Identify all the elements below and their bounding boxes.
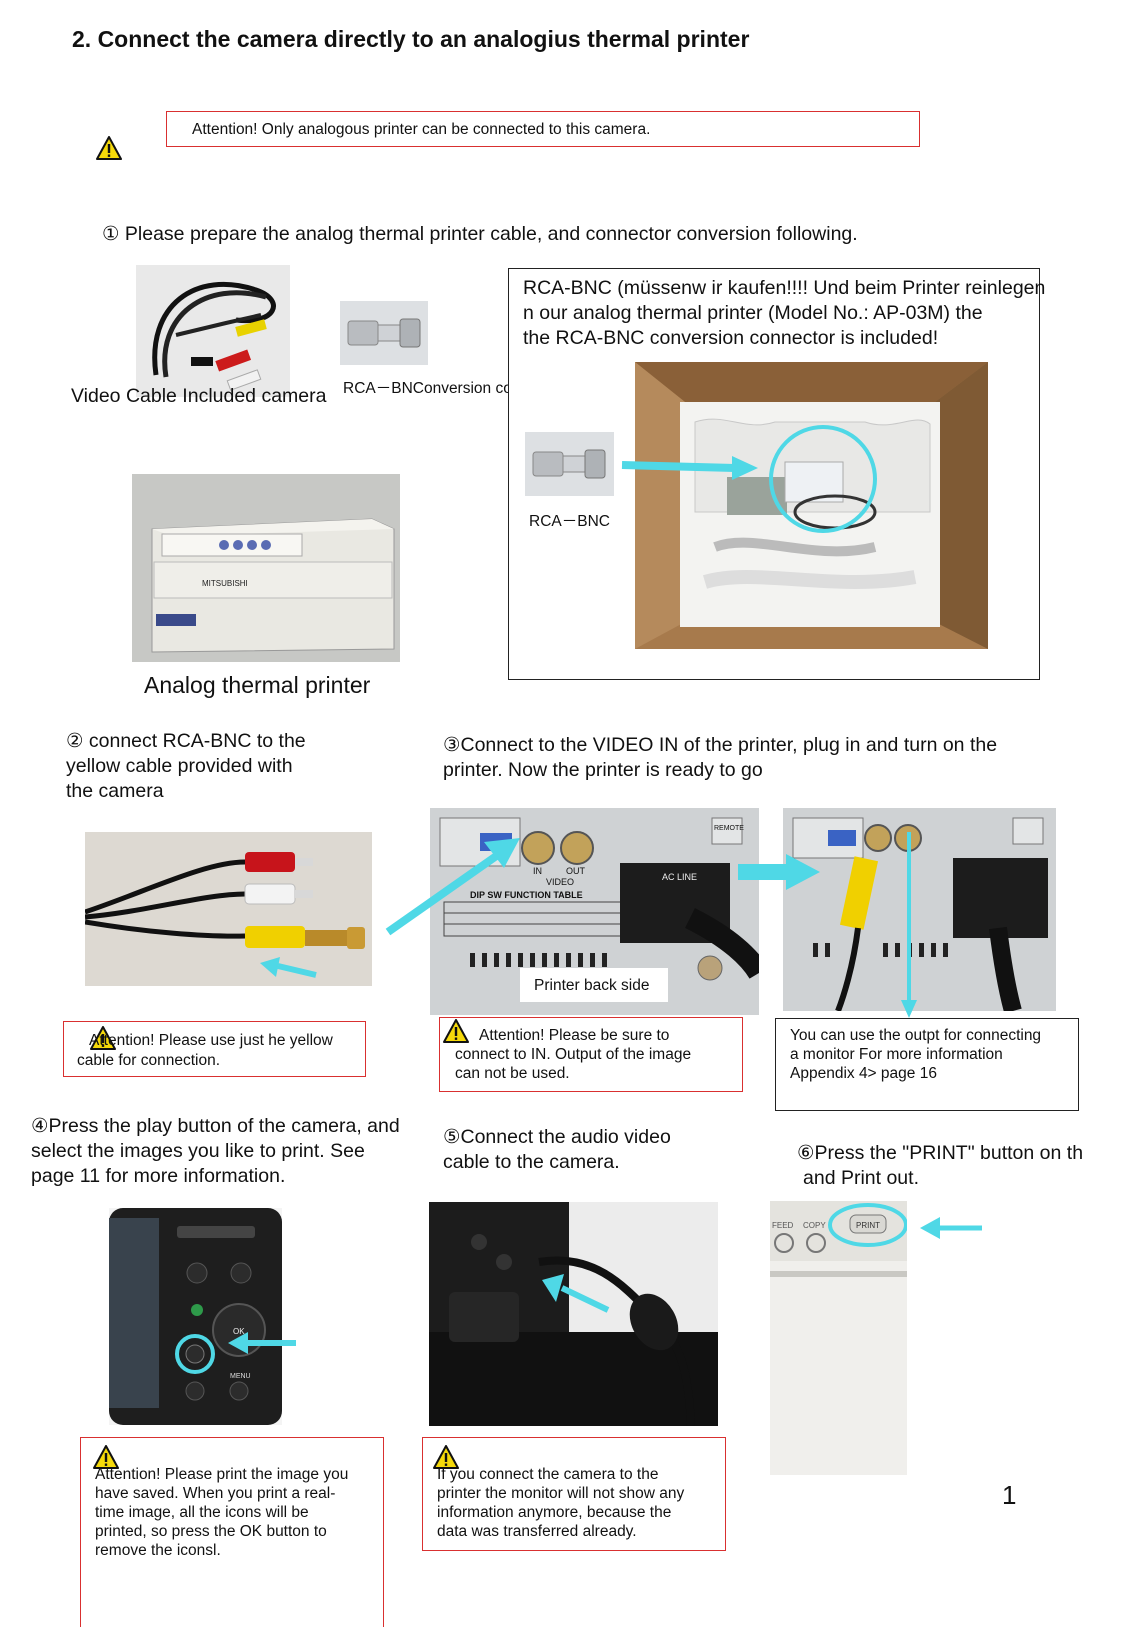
step5-line-2: cable to the camera.	[443, 1151, 620, 1173]
arrow-between-photos	[738, 854, 820, 890]
dip-sw-label: DIP SW FUNCTION TABLE	[470, 890, 583, 900]
connected-back-photo	[783, 808, 1056, 1011]
step3-text: ③Connect to the VIDEO IN of the printer,…	[443, 733, 997, 783]
printer-back-label-bg: Printer back side	[520, 968, 668, 1002]
info-line-2: n our analog thermal printer (Model No.:…	[523, 302, 983, 324]
step4-line-3: page 11 for more information.	[31, 1165, 286, 1187]
ac-line-label: AC LINE	[662, 872, 697, 882]
arrow-to-connector	[621, 456, 758, 480]
connect-in-note-line-2: connect to IN. Output of the image	[455, 1046, 692, 1063]
arrow-to-output-note	[901, 832, 917, 1018]
printer-photo: MITSUBISHI	[132, 474, 400, 662]
feed-label: FEED	[772, 1221, 794, 1230]
printer-box-photo	[635, 362, 988, 649]
step2-line-2: yellow cable provided with	[66, 755, 293, 777]
warning-icon	[96, 136, 122, 160]
transfer-note-line-1: If you connect the camera to the	[437, 1466, 659, 1483]
connect-in-note-line-1: Attention! Please be sure to	[479, 1027, 670, 1044]
arrow-to-bnc	[260, 957, 317, 978]
back-out-label: OUT	[566, 866, 586, 876]
saved-note-line-4: printed, so press the OK button to	[95, 1523, 327, 1540]
info-box-text: RCA-BNC (müssenw ir kaufen!!!! Und beim …	[523, 276, 1045, 351]
conversion-connector-photo	[340, 301, 428, 365]
page-number: 1	[1002, 1480, 1017, 1510]
connect-in-note: Attention! Please be sure to connect to …	[439, 1017, 743, 1092]
printer-caption: Analog thermal printer	[144, 672, 371, 698]
top-attention-text: Attention! Only analogous printer can be…	[192, 121, 651, 138]
back-video-label: VIDEO	[546, 877, 574, 887]
step4-text: ④Press the play button of the camera, an…	[31, 1114, 400, 1189]
printer-brand-label: MITSUBISHI	[202, 579, 248, 588]
yellow-cable-note-line-2: cable for connection.	[77, 1052, 221, 1069]
video-cable-caption: Video Cable Included camera	[71, 385, 327, 407]
info-line-1: RCA-BNC (müssenw ir kaufen!!!! Und beim …	[523, 277, 1046, 299]
video-cable-photo	[136, 265, 290, 397]
step5-text: ⑤Connect the audio video cable to the ca…	[443, 1125, 671, 1175]
step2-line-1: ② connect RCA-BNC to the	[66, 730, 306, 752]
step4-line-1: ④Press the play button of the camera, an…	[31, 1115, 400, 1137]
saved-note-line-3: time image, all the icons will be	[95, 1504, 309, 1521]
transfer-note: If you connect the camera to the printer…	[422, 1437, 726, 1551]
print-button-photo: FEED COPY PRINT	[770, 1201, 907, 1475]
step5-line-1: ⑤Connect the audio video	[443, 1126, 671, 1148]
page-title: 2. Connect the camera directly to an ana…	[72, 26, 750, 52]
warning-icon	[443, 1019, 469, 1043]
step3-line-2: printer. Now the printer is ready to go	[443, 759, 763, 781]
arrow-to-video-in	[385, 838, 520, 936]
step2-line-3: the camera	[66, 780, 164, 802]
menu-label: MENU	[230, 1373, 251, 1380]
transfer-note-line-3: information anymore, because the	[437, 1504, 672, 1521]
rca-bnc-photo	[525, 432, 614, 496]
step3-line-1: ③Connect to the VIDEO IN of the printer,…	[443, 734, 998, 756]
arrow-to-av-port	[542, 1274, 610, 1313]
connect-in-note-line-3: can not be used.	[455, 1065, 570, 1082]
monitor-output-note: You can use the outpt for connecting a m…	[775, 1018, 1079, 1111]
info-line-3: the RCA-BNC conversion connector is incl…	[523, 327, 939, 349]
saved-note-line-1: Attention! Please print the image you	[95, 1466, 349, 1483]
transfer-note-line-4: data was transferred already.	[437, 1523, 637, 1540]
print-button-label: PRINT	[856, 1221, 880, 1230]
rca-cables-photo	[85, 832, 372, 986]
rca-bnc-caption: RCA－BNC	[529, 513, 610, 530]
step6-line-2: and Print out.	[803, 1167, 919, 1189]
monitor-note-line-2: a monitor For more information	[790, 1046, 1003, 1063]
saved-note-line-2: have saved. When you print a real-	[95, 1485, 336, 1502]
remote-label: REMOTE	[714, 825, 744, 832]
monitor-note-line-1: You can use the outpt for connecting	[790, 1027, 1042, 1044]
step6-line-1: ⑥Press the "PRINT" button on th	[797, 1142, 1084, 1164]
saved-note-line-5: remove the iconsl.	[95, 1542, 221, 1559]
top-attention-box: Attention! Only analogous printer can be…	[166, 111, 920, 147]
back-in-label: IN	[533, 866, 542, 876]
camera-back-photo: OK MENU	[109, 1208, 282, 1425]
arrow-to-play-button	[228, 1332, 296, 1354]
camera-side-photo	[429, 1202, 718, 1426]
transfer-note-line-2: printer the monitor will not show any	[437, 1485, 685, 1502]
yellow-cable-note-line-1: Attention! Please use just he yellow	[89, 1032, 333, 1049]
copy-label: COPY	[803, 1221, 826, 1230]
step2-text: ② connect RCA-BNC to the yellow cable pr…	[66, 729, 366, 804]
monitor-note-line-3: Appendix 4> page 16	[790, 1065, 937, 1082]
arrow-to-print-button	[920, 1217, 982, 1239]
step1-text: ① Please prepare the analog thermal prin…	[102, 223, 858, 245]
ok-label: OK	[233, 1327, 245, 1336]
step6-text: ⑥Press the "PRINT" button on th and Prin…	[797, 1141, 1125, 1191]
step4-line-2: select the images you like to print. See	[31, 1140, 365, 1162]
print-saved-note: Attention! Please print the image you ha…	[80, 1437, 384, 1627]
yellow-cable-note: Attention! Please use just he yellow cab…	[63, 1021, 366, 1077]
printer-back-caption: Printer back side	[534, 977, 650, 994]
